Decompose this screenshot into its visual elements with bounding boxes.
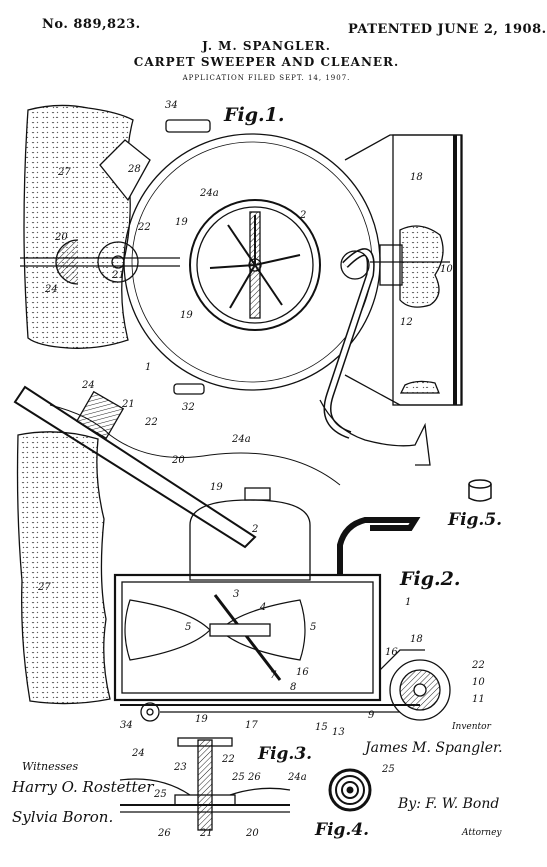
fig1-numeral-32: 32 — [182, 402, 195, 413]
patent-date: PATENTED JUNE 2, 1908. — [348, 22, 547, 37]
fig2-numeral-18: 18 — [410, 634, 423, 645]
fig2-numeral-5: 5 — [310, 622, 316, 633]
fig2-numeral-16: 16 — [296, 667, 309, 678]
fig2-numeral-22: 22 — [144, 417, 158, 428]
fig1-numeral-19: 19 — [175, 217, 188, 228]
fig2-numeral-24a: 24a — [231, 434, 251, 445]
fig1-numeral-10: 10 — [440, 264, 453, 275]
fig1-numeral-1: 1 — [145, 362, 151, 373]
fig2-numeral-22: 22 — [471, 660, 485, 671]
figure-5-label: Fig.5. — [448, 510, 503, 530]
fig1-numeral-27: 27 — [57, 167, 71, 178]
figure-2-drawing — [13, 385, 451, 722]
fig3-numeral-26: 26 — [157, 828, 171, 839]
inventor-signature: James M. Spangler. — [365, 740, 503, 756]
fig2-numeral-5: 5 — [185, 622, 191, 633]
fig1-numeral-18: 18 — [410, 172, 423, 183]
fig1-numeral-24a: 24a — [199, 188, 219, 199]
figure-3-drawing — [119, 737, 291, 831]
fig4-numeral-25: 25 — [381, 764, 395, 775]
figure-4-label: Fig.4. — [315, 820, 370, 840]
fig3-numeral-23: 23 — [173, 762, 187, 773]
fig2-numeral-13: 13 — [332, 727, 345, 738]
fig1-numeral-24: 24 — [44, 284, 58, 295]
witness-2-signature: Sylvia Boron. — [12, 808, 114, 826]
figure-3-label: Fig.3. — [258, 744, 313, 764]
fig2-numeral-15: 15 — [315, 722, 328, 733]
fig3-numeral-24: 24 — [131, 748, 145, 759]
fig1-numeral-19: 19 — [180, 310, 193, 321]
fig1-numeral-22: 22 — [137, 222, 151, 233]
fig2-numeral-20: 20 — [171, 455, 185, 466]
fig3-numeral-25: 25 — [153, 789, 167, 800]
fig3-numeral-22: 22 — [221, 754, 235, 765]
fig3-numeral-25: 25 — [231, 772, 245, 783]
fig2-numeral-11: 11 — [472, 694, 485, 705]
fig1-numeral-28: 28 — [127, 164, 141, 175]
fig3-numeral-26: 26 — [247, 772, 261, 783]
patent-title: CARPET SWEEPER AND CLEANER. — [133, 55, 400, 69]
fig2-numeral-19: 19 — [195, 714, 208, 725]
fig2-numeral-2: 2 — [251, 524, 258, 535]
fig1-numeral-21: 21 — [111, 270, 125, 281]
fig1-numeral-34: 34 — [165, 100, 178, 111]
fig2-numeral-8: 8 — [290, 682, 296, 693]
fig1-numeral-20: 20 — [54, 232, 68, 243]
fig1-numeral-2: 2 — [299, 210, 306, 221]
inventor-name: J. M. SPANGLER. — [202, 39, 331, 53]
fig2-numeral-4: 4 — [259, 602, 266, 613]
fig3-numeral-21: 21 — [199, 828, 213, 839]
witnesses-label: Witnesses — [22, 760, 79, 773]
fig2-numeral-21: 21 — [121, 399, 135, 410]
attorney-signature: By: F. W. Bond — [398, 796, 500, 812]
fig2-numeral-24: 24 — [81, 380, 95, 391]
witness-1-signature: Harry O. Rostetter — [12, 778, 154, 796]
fig2-numeral-7: 7 — [270, 670, 277, 681]
figure-2-label: Fig.2. — [400, 568, 461, 590]
application-filed: APPLICATION FILED SEPT. 14, 1907. — [182, 74, 351, 82]
fig2-numeral-17: 17 — [245, 720, 258, 731]
figure-4-drawing — [328, 768, 372, 812]
figure-5-drawing — [468, 479, 492, 502]
fig3-numeral-24a: 24a — [287, 772, 307, 783]
patent-number: No. 889,823. — [42, 17, 141, 32]
fig2-numeral-16: 16 — [385, 647, 398, 658]
fig1-numeral-12: 12 — [400, 317, 413, 328]
fig2-numeral-3: 3 — [233, 589, 239, 600]
fig2-numeral-1: 1 — [405, 597, 411, 608]
fig2-numeral-9: 9 — [368, 710, 375, 721]
attorney-label: Attorney — [462, 828, 502, 838]
fig2-numeral-10: 10 — [472, 677, 485, 688]
figure-1-label: Fig.1. — [224, 104, 285, 126]
fig2-numeral-34: 34 — [120, 720, 133, 731]
inventor-label: Inventor — [452, 722, 491, 732]
figure-1-drawing — [20, 104, 463, 466]
fig3-numeral-20: 20 — [245, 828, 259, 839]
fig2-numeral-27: 27 — [37, 582, 51, 593]
fig2-numeral-19: 19 — [210, 482, 223, 493]
